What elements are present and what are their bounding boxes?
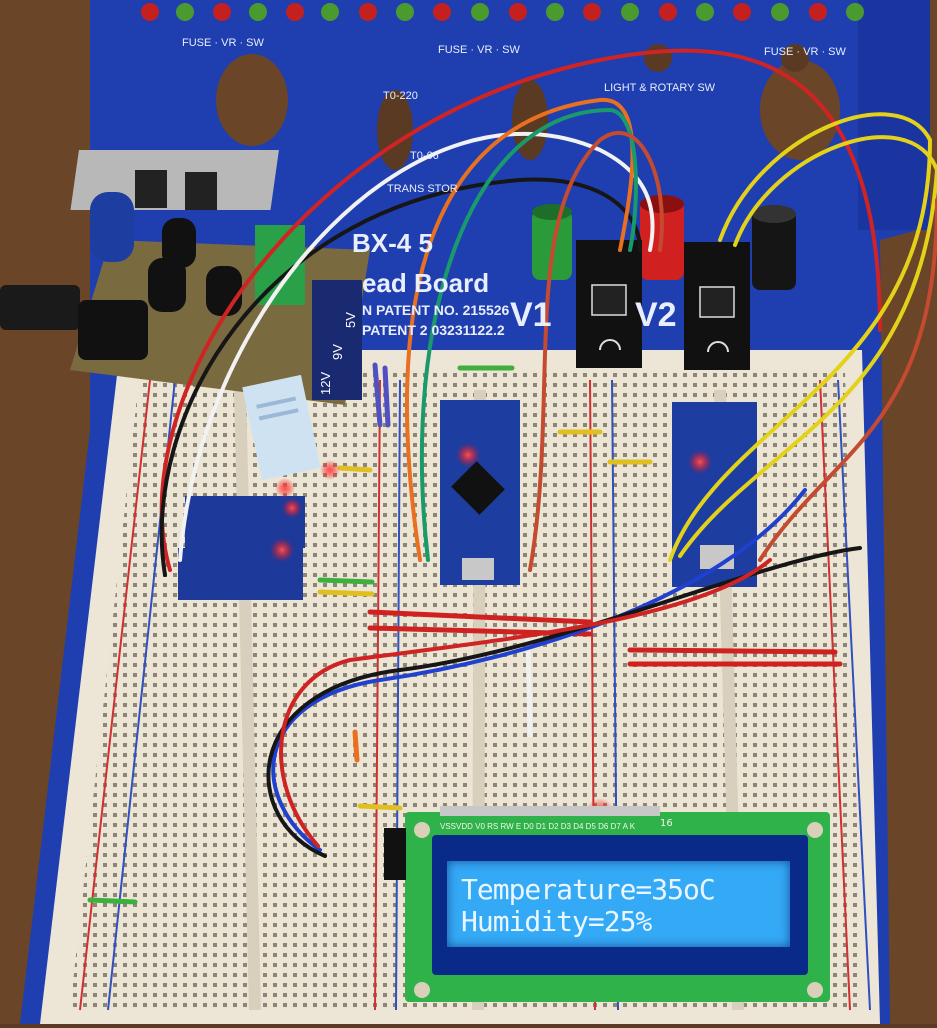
board-title-line2: ead Board	[362, 268, 490, 298]
panel-cutout	[760, 60, 840, 160]
to66-label: T0-66	[410, 150, 439, 162]
panel-cutout	[377, 90, 413, 170]
lcd-pin-count: 16	[660, 818, 673, 829]
fuse-label: FUSE · VR · SW	[764, 46, 846, 58]
rf-module-right	[684, 242, 750, 370]
banana-jack-black	[752, 205, 796, 290]
status-leds	[270, 443, 712, 826]
lcd-pin-labels: VSSVDD V0 RS RW E D0 D1 D2 D3 D4 D5 D6 D…	[440, 822, 636, 831]
lcd-screen: Temperature=35oC Humidity=25%	[447, 861, 790, 947]
volt-9-label: 9V	[330, 344, 345, 360]
to220-label: T0-220	[383, 90, 418, 102]
rf-module-left	[576, 240, 642, 368]
v2-label: V2	[635, 296, 677, 334]
lcd-line-temperature: Temperature=35oC	[461, 873, 716, 906]
arduino-nano-right	[672, 402, 757, 587]
lcd-display: Temperature=35oC Humidity=25%	[432, 835, 808, 975]
panel-hole	[644, 44, 672, 72]
panel-hole	[781, 44, 809, 72]
fuse-label: FUSE · VR · SW	[182, 37, 264, 49]
volt-5-label: 5V	[343, 312, 358, 328]
v1-label: V1	[510, 296, 552, 334]
breadboard-channel	[234, 389, 261, 1011]
board-title-line1: BX-4 5	[352, 228, 433, 258]
arduino-nano-left	[440, 400, 520, 585]
lcd-line-humidity: Humidity=25%	[461, 905, 652, 938]
transistor-label: TRANS STOR	[387, 183, 458, 195]
light-rotary-label: LIGHT & ROTARY SW	[604, 82, 716, 94]
led-row	[141, 3, 864, 21]
panel-cutout	[216, 54, 288, 146]
patent-line2: PATENT 2 03231122.2	[362, 322, 505, 338]
jumper-wires	[159, 48, 937, 858]
dht-sensor	[242, 374, 321, 481]
patent-line1: N PATENT NO. 215526	[362, 302, 510, 318]
volt-12-label: 12V	[318, 371, 333, 395]
fuse-label: FUSE · VR · SW	[438, 44, 520, 56]
